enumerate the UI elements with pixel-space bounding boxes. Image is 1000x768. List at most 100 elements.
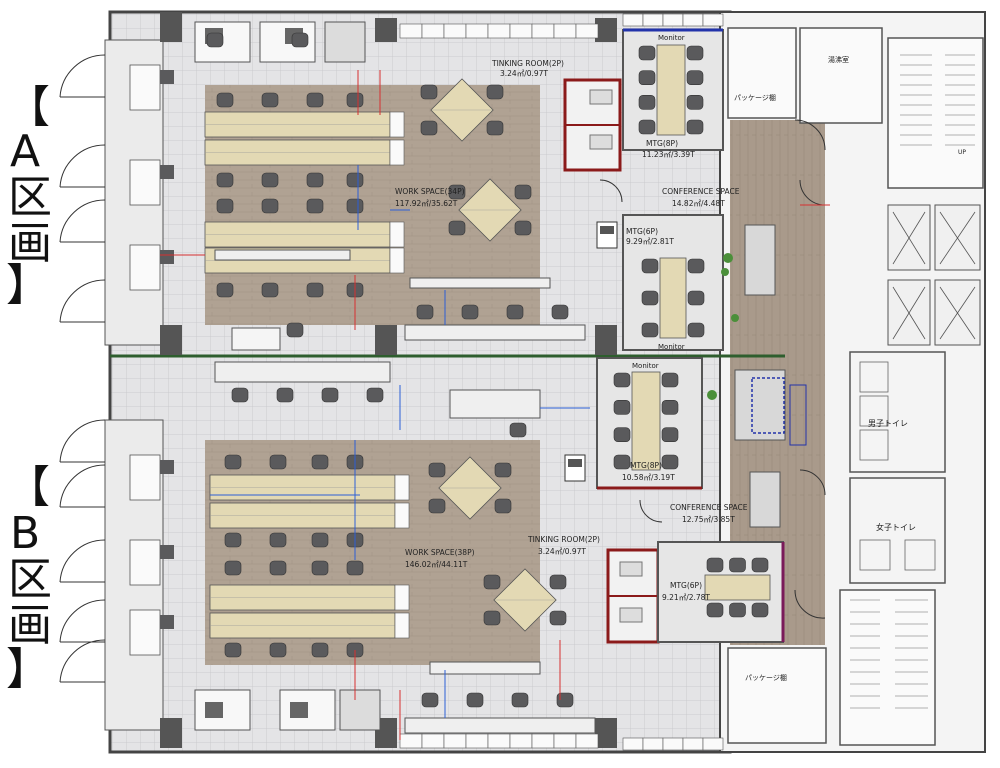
room-name-mtg4: MTG(6P) xyxy=(670,581,702,590)
chair xyxy=(687,322,705,338)
desk-end-cabinet xyxy=(389,111,405,138)
room-name-work-a: WORK SPACE(34P) xyxy=(395,187,465,196)
chair xyxy=(206,32,224,48)
locker xyxy=(465,733,489,749)
door-swing xyxy=(59,279,106,323)
locker xyxy=(509,733,533,749)
chair xyxy=(366,387,384,403)
room-area-conf-b: 12.75㎡/3.85T xyxy=(682,515,735,524)
chair xyxy=(346,92,364,108)
stairs xyxy=(850,54,975,709)
chair xyxy=(729,602,746,618)
conference-furniture xyxy=(707,224,786,528)
room-name-conf-a: CONFERENCE SPACE xyxy=(662,187,740,196)
chair xyxy=(686,70,704,85)
chair xyxy=(641,258,659,274)
chair xyxy=(311,532,329,548)
chair xyxy=(261,198,279,214)
room-area-mtg2: 9.29㎡/2.81T xyxy=(626,237,674,246)
chair xyxy=(549,574,567,590)
room-area-work-b: 146.02㎡/44.11T xyxy=(405,560,468,569)
section-a-ku: 区 xyxy=(8,172,52,223)
cabinet xyxy=(129,64,161,111)
room-area-mtg1: 11.23㎡/3.39T xyxy=(642,150,695,159)
chair xyxy=(506,304,524,320)
room-area-work-a: 117.92㎡/35.62T xyxy=(395,199,458,208)
chair xyxy=(286,322,304,338)
room-area-conf-a: 14.82㎡/4.48T xyxy=(672,199,725,208)
window-cabinets xyxy=(129,64,174,656)
core-rooms xyxy=(727,27,984,746)
chair xyxy=(706,557,724,573)
desk-end-cabinet xyxy=(394,584,410,611)
desk-end-cabinet xyxy=(389,247,405,274)
chair xyxy=(420,120,438,136)
locker xyxy=(682,13,704,27)
chair xyxy=(346,560,364,576)
section-a-kaku: 画 xyxy=(8,218,52,269)
chair xyxy=(269,454,287,470)
chair xyxy=(661,427,679,442)
door-swing xyxy=(59,639,106,683)
cabinet-chair xyxy=(160,460,174,474)
chair xyxy=(224,532,242,548)
chair xyxy=(261,172,279,188)
chair xyxy=(421,692,439,708)
chair xyxy=(638,70,656,85)
room-area-mtg3: 10.58㎡/3.19T xyxy=(622,473,675,482)
chair xyxy=(224,642,242,658)
chair xyxy=(514,220,532,236)
cabinet xyxy=(129,454,161,501)
cabinet-chair xyxy=(160,70,174,84)
chair xyxy=(641,322,659,338)
kitchen-label: 湯沸室 xyxy=(828,55,849,64)
locker xyxy=(465,23,489,39)
columns xyxy=(160,12,617,748)
chair xyxy=(638,95,656,110)
room-name-work-b: WORK SPACE(38P) xyxy=(405,548,475,557)
men-toilet-label: 男子トイレ xyxy=(868,419,908,428)
locker xyxy=(702,13,724,27)
door-swing xyxy=(59,599,106,643)
dimension-lines xyxy=(210,165,590,718)
locker xyxy=(642,13,664,27)
lockers-top xyxy=(399,13,724,39)
chair xyxy=(613,372,631,388)
chair xyxy=(306,282,324,298)
elevators xyxy=(892,211,976,340)
meeting-table xyxy=(659,257,687,339)
locker xyxy=(421,733,445,749)
locker xyxy=(642,737,664,751)
monitor-label-mid: Monitor xyxy=(658,343,685,351)
diamond-tables xyxy=(420,78,567,632)
section-b-ku: 区 xyxy=(8,554,52,605)
counter-areas xyxy=(214,249,596,734)
desk-end-cabinet xyxy=(394,474,410,501)
section-b-bracket-close: 】 xyxy=(6,644,50,695)
chair xyxy=(686,95,704,110)
locker xyxy=(575,23,599,39)
chair xyxy=(729,557,746,573)
locker xyxy=(553,23,577,39)
locker xyxy=(662,737,684,751)
room-name-mtg2: MTG(6P) xyxy=(626,227,658,236)
chair xyxy=(346,198,364,214)
chair xyxy=(613,427,631,442)
lockers-bottom xyxy=(399,733,724,751)
locker xyxy=(702,737,724,751)
door-swing xyxy=(59,419,106,463)
room-name-conf-b: CONFERENCE SPACE xyxy=(670,503,748,512)
chair xyxy=(321,387,339,403)
locker xyxy=(399,733,423,749)
chair xyxy=(216,172,234,188)
cabinet-chair xyxy=(160,615,174,629)
chair xyxy=(311,454,329,470)
chair xyxy=(231,387,249,403)
chair xyxy=(549,610,567,626)
chair xyxy=(216,92,234,108)
chair xyxy=(269,560,287,576)
section-b-bracket-open: 【 xyxy=(6,462,50,513)
chair xyxy=(261,282,279,298)
locker xyxy=(421,23,445,39)
